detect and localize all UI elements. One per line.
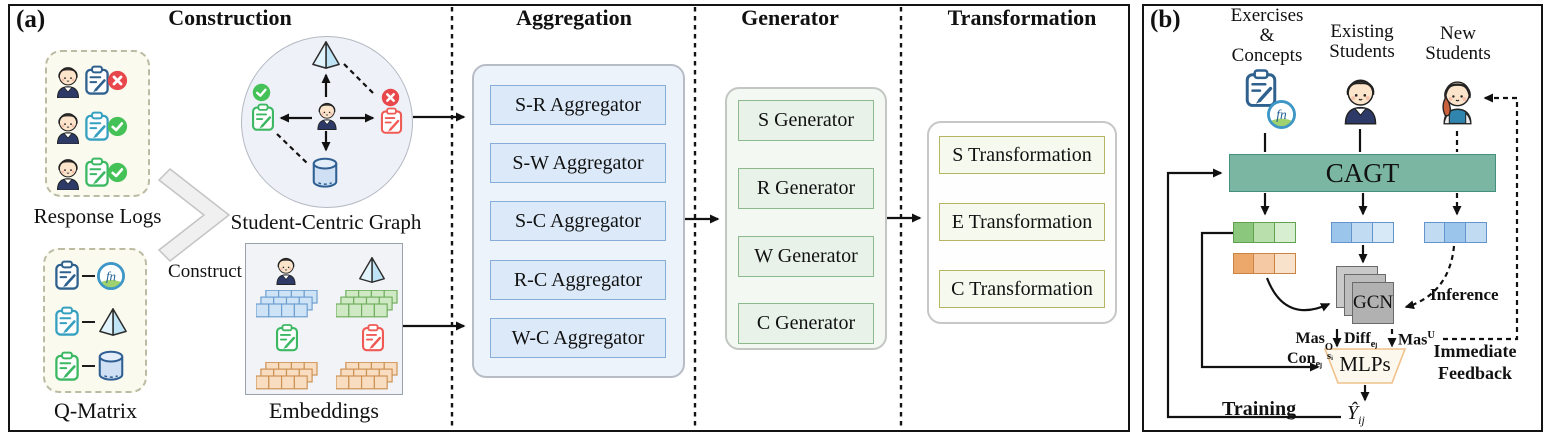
stacked-cells-icon bbox=[336, 362, 398, 391]
check-circle-icon bbox=[107, 162, 128, 183]
embeddings-box bbox=[245, 243, 403, 395]
aggregator-box: R-C Aggregator bbox=[490, 260, 666, 300]
fn-circle-icon bbox=[96, 261, 126, 291]
check-circle-icon bbox=[252, 83, 271, 102]
con-base: Con bbox=[1287, 350, 1316, 367]
boy-avatar-icon bbox=[53, 108, 83, 144]
exercise-embedding-strip-orange bbox=[1233, 253, 1296, 274]
mas-u-base: Mas bbox=[1398, 331, 1428, 349]
exercise-clipboard-icon bbox=[360, 323, 386, 353]
aggregator-box: S-R Aggregator bbox=[490, 85, 666, 125]
exercise-clipboard-icon bbox=[379, 107, 404, 135]
q-matrix-row bbox=[53, 350, 126, 382]
exercise-clipboard-icon bbox=[53, 306, 81, 337]
aggregator-box: W-C Aggregator bbox=[490, 318, 666, 358]
q-matrix-box bbox=[43, 248, 147, 393]
response-log-row bbox=[53, 154, 128, 190]
section-title-transformation: Transformation bbox=[947, 5, 1097, 30]
fn-circle-icon bbox=[1266, 99, 1297, 130]
response-log-row bbox=[53, 62, 128, 98]
q-matrix-row bbox=[53, 260, 126, 291]
mlps-label: MLPs bbox=[1339, 352, 1391, 376]
pyramid-icon bbox=[356, 256, 388, 284]
exercise-clipboard-icon bbox=[53, 260, 81, 291]
construct-label: Construct bbox=[168, 261, 242, 282]
diff-sub: eⱼ bbox=[1370, 339, 1378, 351]
relation-dash bbox=[82, 320, 95, 323]
section-title-aggregation: Aggregation bbox=[516, 5, 632, 30]
stacked-cells-icon bbox=[256, 362, 318, 391]
relation-dash bbox=[82, 274, 95, 277]
gcn-block: GCN bbox=[1352, 282, 1394, 324]
cross-circle-icon bbox=[381, 88, 400, 107]
response-logs-box bbox=[45, 50, 150, 197]
check-circle-icon bbox=[107, 116, 128, 137]
panel-b-tag: (b) bbox=[1150, 6, 1181, 33]
mas-u-sup: U bbox=[1427, 330, 1435, 341]
existing-student-strip-blue bbox=[1331, 222, 1394, 243]
cylinder-icon bbox=[310, 157, 340, 189]
section-title-generator: Generator bbox=[741, 5, 839, 30]
diff-base: Diff bbox=[1344, 330, 1371, 347]
inference-label: Inference bbox=[1430, 285, 1499, 304]
pyramid-icon bbox=[96, 307, 130, 337]
cagt-block: CAGT bbox=[1229, 154, 1496, 192]
pyramid-icon bbox=[309, 40, 343, 70]
con-sub: eⱼ bbox=[1315, 359, 1323, 371]
student-centric-graph bbox=[241, 36, 413, 208]
exercises-concepts-label: Exercises & Concepts bbox=[1230, 5, 1304, 66]
mas-o-sub: sᵢ bbox=[1327, 350, 1333, 362]
generator-box: C Generator bbox=[738, 303, 874, 344]
cylinder-icon bbox=[96, 350, 126, 382]
generator-box: R Generator bbox=[738, 168, 874, 209]
mas-o-base: Mas bbox=[1295, 330, 1325, 347]
y-hat-sub: ij bbox=[1358, 413, 1365, 427]
immediate-feedback-label: Immediate Feedback bbox=[1433, 341, 1517, 383]
aggregator-box: S-W Aggregator bbox=[490, 143, 666, 183]
response-log-row bbox=[53, 108, 128, 144]
diff-label: Diffeⱼ bbox=[1344, 330, 1390, 350]
new-students-label: New Students bbox=[1425, 23, 1491, 64]
mas-u-label: MasU bbox=[1398, 330, 1444, 349]
girl-avatar-icon bbox=[1437, 73, 1478, 125]
exercise-clipboard-icon bbox=[250, 103, 276, 132]
exercise-clipboard-icon bbox=[53, 351, 81, 382]
boy-avatar-icon bbox=[1339, 71, 1382, 125]
student-embedding-strip-green bbox=[1233, 222, 1296, 243]
generator-box: W Generator bbox=[738, 236, 874, 277]
embeddings-label: Embeddings bbox=[269, 398, 379, 423]
y-hat-label: Ŷij bbox=[1347, 402, 1365, 428]
panel-a-tag: (a) bbox=[16, 6, 46, 33]
stacked-cells-icon bbox=[336, 290, 398, 319]
training-label: Training bbox=[1222, 398, 1297, 420]
existing-students-label: Existing Students bbox=[1329, 21, 1395, 62]
transformation-box: C Transformation bbox=[939, 270, 1105, 308]
boy-avatar-icon bbox=[53, 62, 83, 98]
transformation-box: E Transformation bbox=[939, 203, 1105, 241]
generator-box: S Generator bbox=[738, 100, 874, 141]
boy-avatar-icon bbox=[53, 154, 83, 190]
q-matrix-row bbox=[53, 306, 130, 337]
y-hat-base: Ŷ bbox=[1347, 402, 1359, 424]
stacked-cells-icon bbox=[256, 290, 318, 319]
q-matrix-label: Q-Matrix bbox=[53, 398, 138, 423]
student-centric-graph-label: Student-Centric Graph bbox=[230, 210, 422, 234]
exercise-clipboard-icon bbox=[274, 323, 300, 353]
cross-circle-icon bbox=[107, 70, 128, 91]
boy-avatar-icon bbox=[314, 98, 340, 130]
section-title-construction: Construction bbox=[168, 5, 292, 30]
transformation-box: S Transformation bbox=[939, 136, 1105, 174]
response-logs-label: Response Logs bbox=[33, 204, 162, 228]
new-student-strip-blue bbox=[1424, 222, 1487, 243]
boy-avatar-icon bbox=[273, 253, 299, 285]
aggregator-box: S-C Aggregator bbox=[490, 201, 666, 241]
con-label: Coneⱼ bbox=[1274, 350, 1322, 370]
relation-dash bbox=[82, 365, 95, 367]
